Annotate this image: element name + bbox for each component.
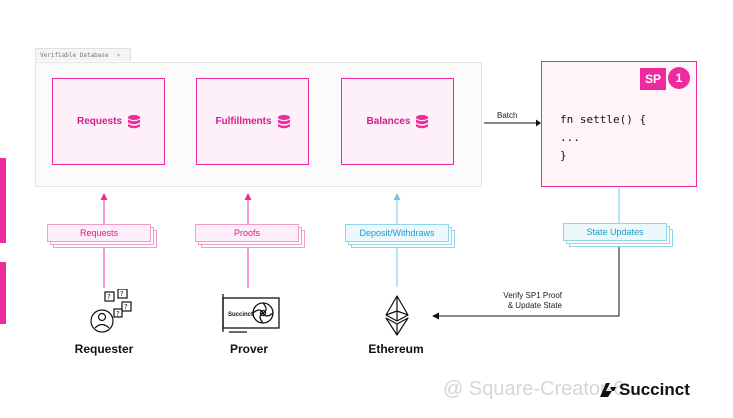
verify-label-line: Verify SP1 Proof bbox=[503, 291, 562, 300]
gpu-icon: Succinct bbox=[222, 294, 280, 333]
database-icon bbox=[416, 114, 429, 128]
database-icon bbox=[277, 114, 290, 128]
state-updates-stack-label: State Updates bbox=[563, 223, 667, 241]
svg-text:?: ? bbox=[124, 303, 128, 311]
watermark: @ Square-Creator-6 bbox=[443, 378, 625, 400]
svg-text:?: ? bbox=[107, 293, 111, 301]
database-tab: Verifiable Database × bbox=[35, 48, 131, 61]
prover-label: Prover bbox=[229, 342, 269, 356]
svg-text:?: ? bbox=[116, 310, 120, 318]
deposit-withdraws-stack: Deposit/Withdraws bbox=[345, 224, 455, 248]
gpu-brand: Succinct bbox=[228, 312, 253, 318]
succinct-logo-icon bbox=[600, 383, 616, 397]
ethereum-label: Ethereum bbox=[368, 342, 424, 356]
code-line: } bbox=[560, 149, 567, 162]
ethereum-icon bbox=[385, 295, 409, 336]
batch-label: Batch bbox=[497, 111, 518, 120]
state-updates-stack: State Updates bbox=[563, 223, 673, 247]
balances-table-label: Balances bbox=[366, 116, 411, 127]
proofs-stack-label: Proofs bbox=[195, 224, 299, 242]
requests-stack: Requests bbox=[47, 224, 157, 248]
fulfillments-table: Fulfillments bbox=[196, 78, 309, 165]
code-line: ... bbox=[560, 131, 580, 144]
verify-label: Verify SP1 Proof & Update State bbox=[452, 291, 562, 311]
sp1-badge-one: 1 bbox=[668, 67, 690, 89]
balances-table: Balances bbox=[341, 78, 454, 165]
fulfillments-table-label: Fulfillments bbox=[215, 116, 272, 127]
svg-text:?: ? bbox=[120, 290, 124, 298]
verify-label-line: & Update State bbox=[507, 301, 562, 310]
deposit-withdraws-stack-label: Deposit/Withdraws bbox=[345, 224, 449, 242]
database-icon bbox=[128, 114, 140, 128]
side-accent-bar bbox=[0, 158, 6, 243]
succinct-logo-text: Succinct bbox=[619, 380, 690, 399]
batch-arrow bbox=[484, 119, 541, 127]
requester-icon: ???? bbox=[90, 289, 132, 333]
code-line: fn settle() { bbox=[560, 113, 647, 126]
side-accent-bar bbox=[0, 262, 6, 324]
requests-stack-label: Requests bbox=[47, 224, 151, 242]
database-tab-label: Verifiable Database bbox=[40, 52, 109, 59]
close-icon: × bbox=[116, 52, 121, 59]
requests-table-label: Requests bbox=[76, 116, 122, 127]
requester-label: Requester bbox=[74, 342, 134, 356]
sp1-badge-sp: SP bbox=[640, 68, 666, 90]
requests-table: Requests bbox=[52, 78, 165, 165]
proofs-stack: Proofs bbox=[195, 224, 305, 248]
